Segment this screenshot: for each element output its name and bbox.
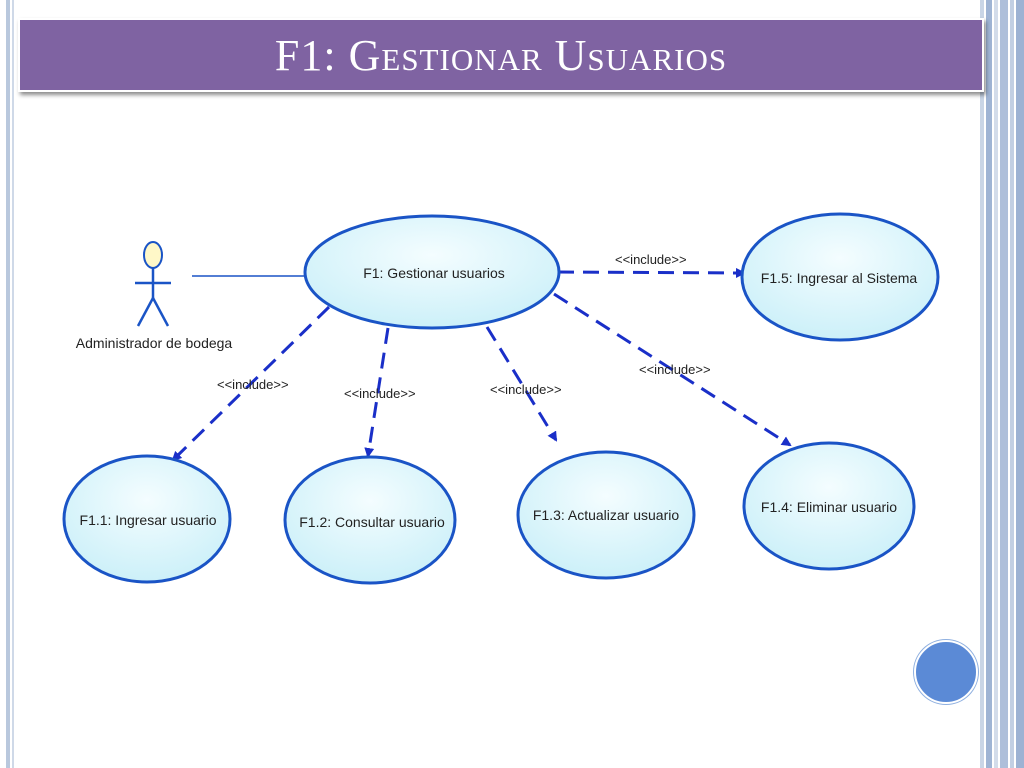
actor-label: Administrador de bodega <box>76 335 233 351</box>
use-case-f13: F1.3: Actualizar usuario <box>516 450 696 580</box>
include-arrow-f14 <box>553 292 792 447</box>
include-label-f13: <<include>> <box>490 382 562 397</box>
use-case-f14: F1.4: Eliminar usuario <box>742 441 916 571</box>
use-case-f12-label: F1.2: Consultar usuario <box>299 514 445 530</box>
use-case-main-label: F1: Gestionar usuarios <box>363 265 505 281</box>
actor-stick-figure <box>135 241 171 327</box>
use-case-f15-label: F1.5: Ingresar al Sistema <box>761 270 918 286</box>
use-case-f14-label: F1.4: Eliminar usuario <box>761 499 897 515</box>
include-label-f12: <<include>> <box>344 386 416 401</box>
use-case-f11: F1.1: Ingresar usuario <box>62 454 232 584</box>
include-label-f15: <<include>> <box>615 252 687 267</box>
use-case-main: F1: Gestionar usuarios <box>303 214 561 330</box>
slide-left-border <box>6 0 10 768</box>
include-arrow-f15 <box>557 267 746 278</box>
include-arrow-f12 <box>364 327 390 458</box>
include-arrow-f13 <box>485 326 558 442</box>
include-arrow-f11 <box>171 305 331 462</box>
slide-title-bar: F1: Gestionar Usuarios <box>18 18 984 92</box>
use-case-f12: F1.2: Consultar usuario <box>283 455 457 585</box>
slide-nav-circle[interactable] <box>914 640 978 704</box>
include-label-f11: <<include>> <box>217 377 289 392</box>
slide-title: F1: Gestionar Usuarios <box>274 30 728 80</box>
slide-right-stripes <box>980 0 1024 768</box>
use-case-f15: F1.5: Ingresar al Sistema <box>740 212 940 342</box>
include-label-f14: <<include>> <box>639 362 711 377</box>
use-case-f11-label: F1.1: Ingresar usuario <box>80 512 217 528</box>
slide-left-border-inner <box>12 0 14 768</box>
use-case-f13-label: F1.3: Actualizar usuario <box>533 507 680 523</box>
